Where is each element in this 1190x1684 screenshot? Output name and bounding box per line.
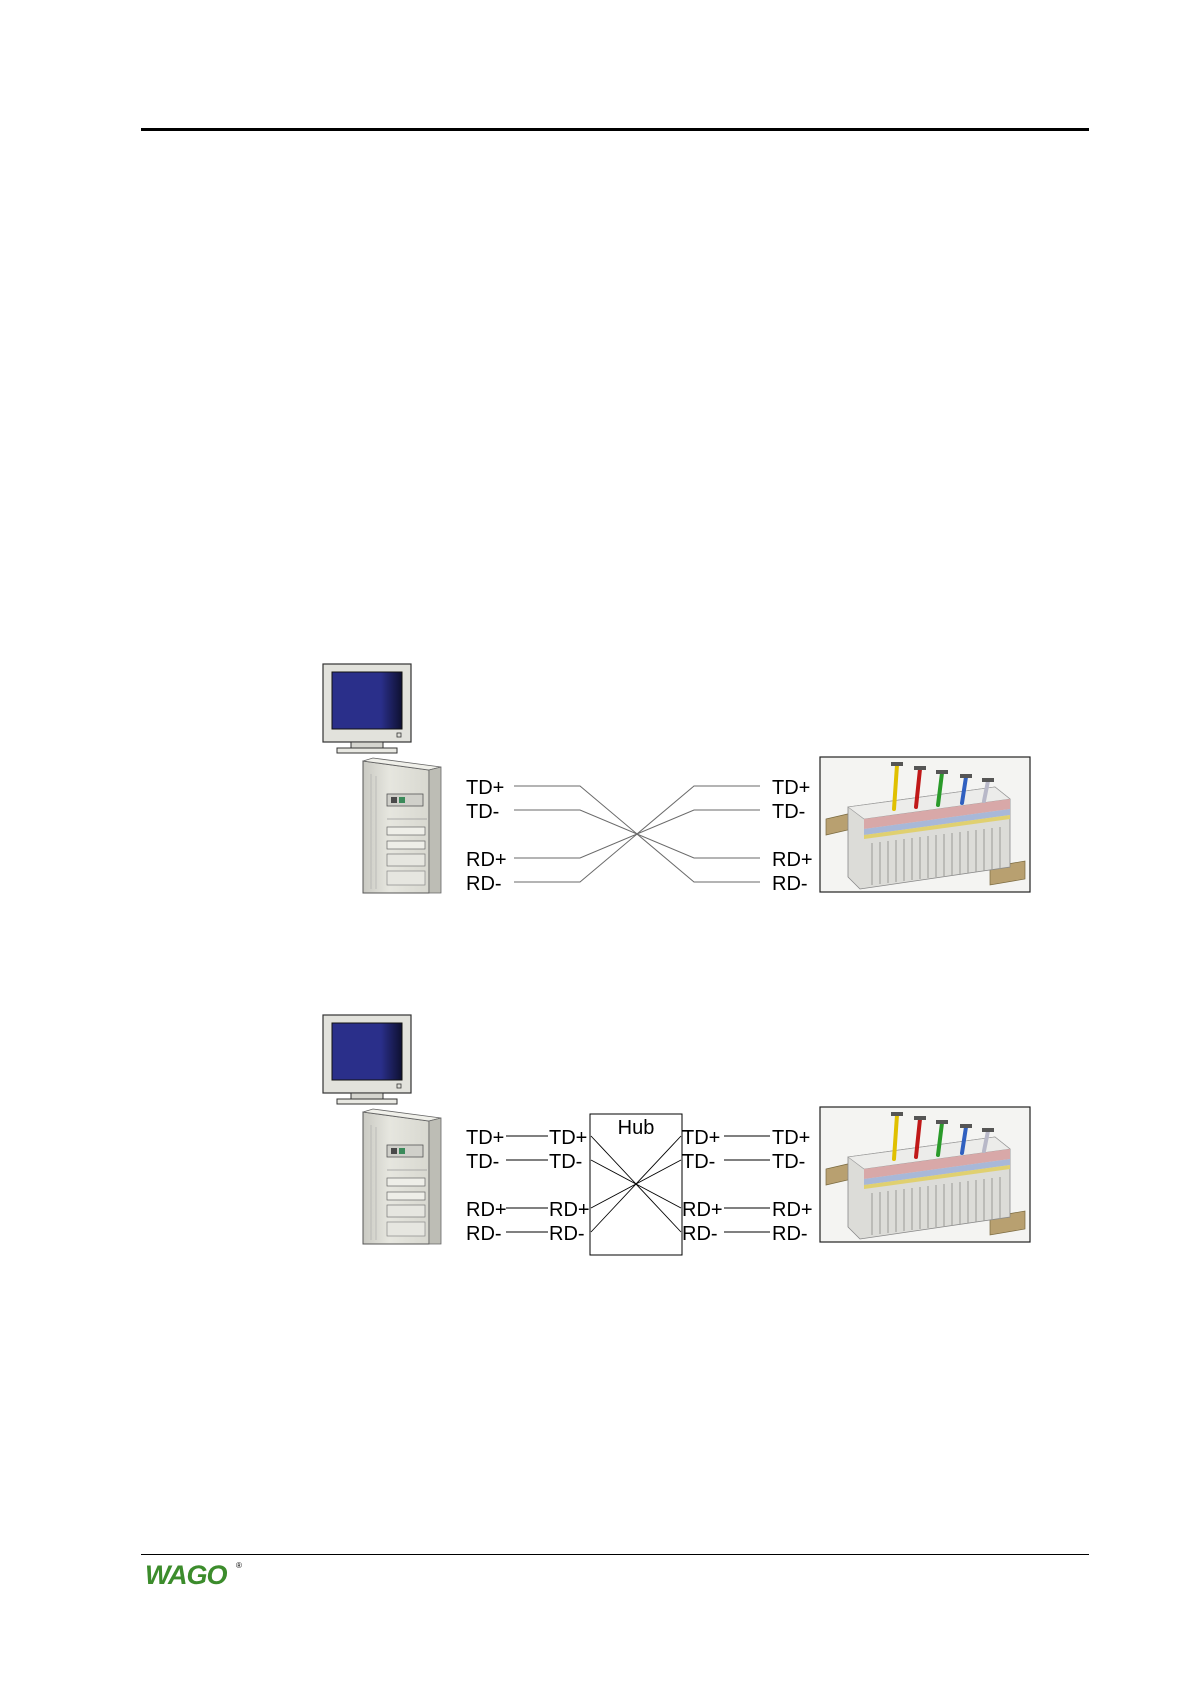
wago-logo-text: WAGO [145, 1560, 227, 1590]
hub-right-label-td-plus: TD+ [682, 1127, 720, 1149]
hub-left-label-td-minus: TD- [549, 1151, 582, 1173]
pc-label-td-minus: TD- [466, 801, 499, 823]
pc-label-rd-minus: RD- [466, 873, 502, 895]
device-label-td-plus: TD+ [772, 777, 810, 799]
pc-label-rd-minus: RD- [466, 1223, 502, 1245]
figure1-direct-connection: TD+ TD- RD+ RD- TD+ TD- RD+ RD- [323, 664, 1030, 895]
device-label-rd-plus: RD+ [772, 1199, 813, 1221]
pc-label-td-plus: TD+ [466, 1127, 504, 1149]
footer-rule [141, 1554, 1089, 1555]
device-label-td-plus: TD+ [772, 1127, 810, 1149]
hub-left-label-rd-minus: RD- [549, 1223, 585, 1245]
hub-right-label-rd-plus: RD+ [682, 1199, 723, 1221]
straight-cable-hub-device [724, 1136, 770, 1232]
hub-label: Hub [618, 1117, 655, 1139]
pc-label-rd-plus: RD+ [466, 1199, 507, 1221]
pc-icon [323, 1015, 441, 1244]
device-port-labels: TD+ TD- RD+ RD- [772, 1127, 813, 1245]
device-label-rd-minus: RD- [772, 1223, 808, 1245]
fieldbus-controller-image [820, 757, 1030, 892]
straight-cable-pc-hub [506, 1136, 548, 1232]
pc-label-rd-plus: RD+ [466, 849, 507, 871]
pc-label-td-plus: TD+ [466, 777, 504, 799]
pc-port-labels: TD+ TD- RD+ RD- [466, 777, 507, 895]
trademark-symbol: ® [236, 1561, 242, 1570]
device-port-labels: TD+ TD- RD+ RD- [772, 777, 813, 895]
pc-label-td-minus: TD- [466, 1151, 499, 1173]
pc-icon [323, 664, 441, 893]
device-label-td-minus: TD- [772, 801, 805, 823]
pc-port-labels: TD+ TD- RD+ RD- [466, 1127, 507, 1245]
hub-left-label-td-plus: TD+ [549, 1127, 587, 1149]
hub-left-label-rd-plus: RD+ [549, 1199, 590, 1221]
device-label-rd-minus: RD- [772, 873, 808, 895]
hub-right-label-td-minus: TD- [682, 1151, 715, 1173]
crossover-cable [514, 786, 760, 882]
figure2-hub-connection: Hub TD+ TD- RD+ RD- TD+ TD- RD+ RD- TD+ … [323, 1015, 1030, 1255]
device-label-rd-plus: RD+ [772, 849, 813, 871]
fieldbus-controller-image [820, 1107, 1030, 1242]
hub-left-port-labels: TD+ TD- RD+ RD- [549, 1127, 590, 1245]
device-label-td-minus: TD- [772, 1151, 805, 1173]
hub-right-label-rd-minus: RD- [682, 1223, 718, 1245]
hub-right-port-labels: TD+ TD- RD+ RD- [682, 1127, 723, 1245]
wago-logo: WAGO ® [143, 1558, 245, 1590]
